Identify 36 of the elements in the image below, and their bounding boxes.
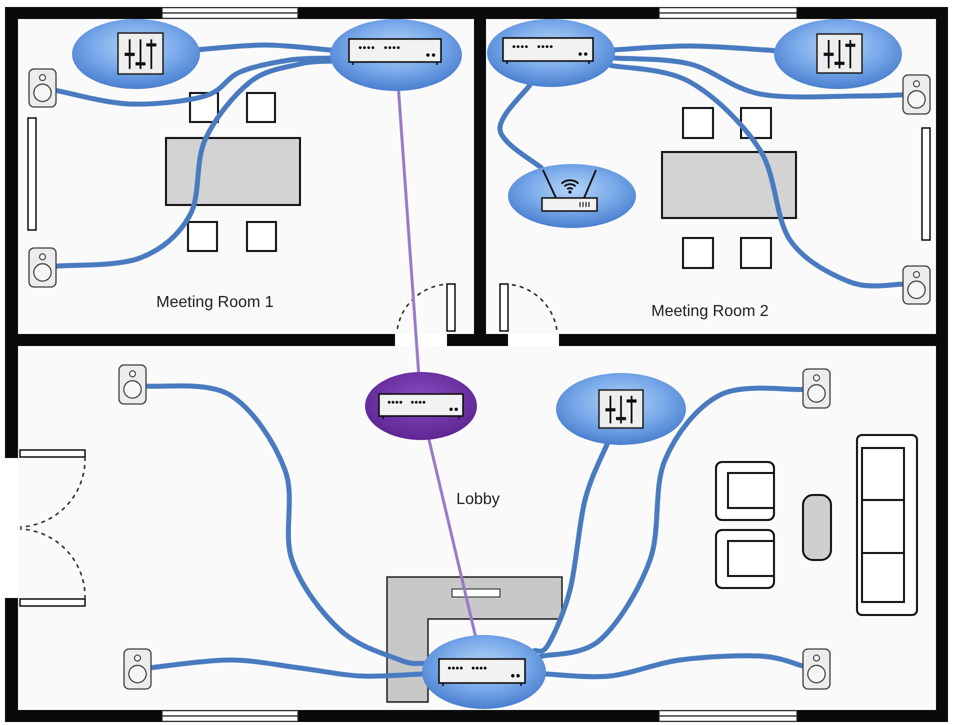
speaker-icon	[802, 368, 831, 409]
device-ellipse	[774, 19, 902, 89]
cable	[538, 386, 804, 659]
speaker-icon	[28, 247, 57, 288]
device-ellipse	[330, 19, 462, 91]
cable	[397, 90, 420, 374]
speaker-icon	[118, 364, 147, 405]
room-label: Meeting Room 2	[651, 302, 769, 322]
speaker-icon	[902, 265, 931, 305]
device-ellipse	[556, 373, 686, 445]
cable	[532, 442, 610, 654]
speaker-icon	[802, 648, 831, 690]
device-ellipse	[72, 19, 200, 89]
device-ellipse	[487, 19, 615, 87]
cable	[498, 82, 544, 170]
cable	[428, 438, 477, 637]
speaker-icon	[123, 648, 152, 690]
cable	[144, 383, 426, 666]
room	[18, 19, 474, 334]
cable	[197, 42, 334, 52]
speaker-icon	[902, 74, 931, 115]
device-ellipse	[365, 372, 477, 440]
room-label: Meeting Room 1	[156, 294, 274, 312]
cable	[54, 58, 334, 269]
cable	[608, 62, 904, 288]
cable	[150, 658, 425, 679]
cable	[612, 44, 777, 54]
cable	[612, 56, 904, 100]
device-ellipse	[422, 635, 546, 709]
cable	[54, 56, 333, 107]
speaker-icon	[28, 68, 57, 108]
room-label: Lobby	[456, 490, 500, 510]
device-ellipse	[508, 164, 636, 228]
room	[18, 346, 936, 710]
cable	[543, 653, 804, 680]
room	[486, 19, 936, 334]
